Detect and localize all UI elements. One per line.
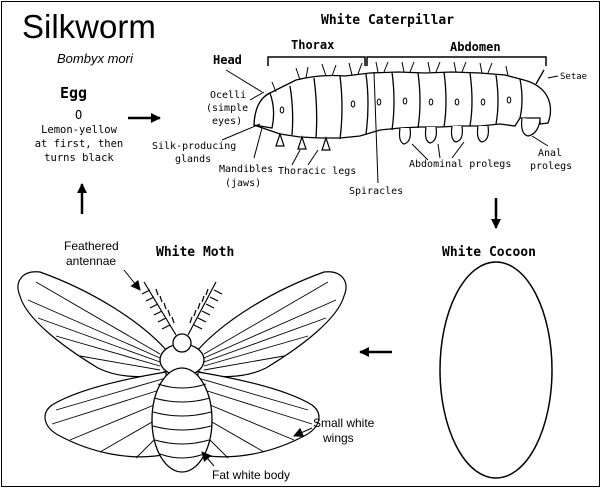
abdominal-prolegs-label: Abdominal prolegs [409,159,511,170]
scientific-name: Bombyx mori [57,51,134,66]
wings-label-1: Small white [313,416,375,430]
anal-prolegs-label-1: Anal [538,148,562,159]
egg-heading: Egg [60,84,87,102]
diagram-title: Silkworm [22,8,156,45]
mandibles-label-2: (jaws) [225,178,261,189]
thorax-bracket [267,56,366,66]
antennae-pointer [123,269,141,291]
moth-heading: White Moth [156,245,234,260]
silk-glands-label-1: Silk-producing [152,141,236,152]
spiracles-label: Spiracles [349,186,403,197]
thoracic-legs-label: Thoracic legs [278,166,356,177]
left-forewing [17,271,169,378]
moth-body [151,333,213,473]
caterpillar-heading: White Caterpillar [321,13,454,28]
body-pointer [201,451,215,467]
silk-glands-label-2: glands [175,154,211,165]
moth-abdomen-segments [152,383,212,459]
mandibles-label-1: Mandibles [219,164,273,175]
abdomen-label: Abdomen [450,40,501,54]
right-hindwing [195,371,320,458]
moth-abdomen [151,367,213,473]
right-forewing [195,271,347,378]
caterpillar-setae [271,61,509,93]
body-label: Fat white body [212,468,290,482]
abdomen-bracket [366,56,547,66]
caterpillar-body [253,69,552,140]
left-hindwing [44,371,169,458]
wings-pointer [293,427,313,437]
moth-antennae [141,281,223,336]
egg-desc-line-3: turns black [44,152,114,164]
anal-prolegs-label-2: prolegs [530,161,572,172]
caterpillar-legs [275,117,541,151]
cocoon-heading: White Cocoon [442,245,536,260]
ocelli-label-3: eyes) [212,116,242,127]
cocoon-shape [439,261,553,479]
caterpillar-spiracles [279,96,512,114]
moth-drawing [17,271,347,458]
setae-label: Setae [560,72,587,82]
caterpillar-leaders [221,71,559,184]
egg-desc-line-2: at first, then [35,138,124,150]
ocelli-label-2: (simple [206,103,248,114]
head-label: Head [213,53,242,67]
thorax-label: Thorax [291,38,334,52]
egg-desc-line-1: Lemon-yellow [41,124,118,136]
antennae-label-1: Feathered [64,239,119,253]
antennae-label-2: antennae [66,254,116,268]
moth-head [172,333,192,353]
wings-label-2: wings [322,431,354,445]
head-leader [225,69,263,93]
ocelli-label-1: Ocelli [210,90,246,101]
egg-symbol: O [75,108,82,122]
